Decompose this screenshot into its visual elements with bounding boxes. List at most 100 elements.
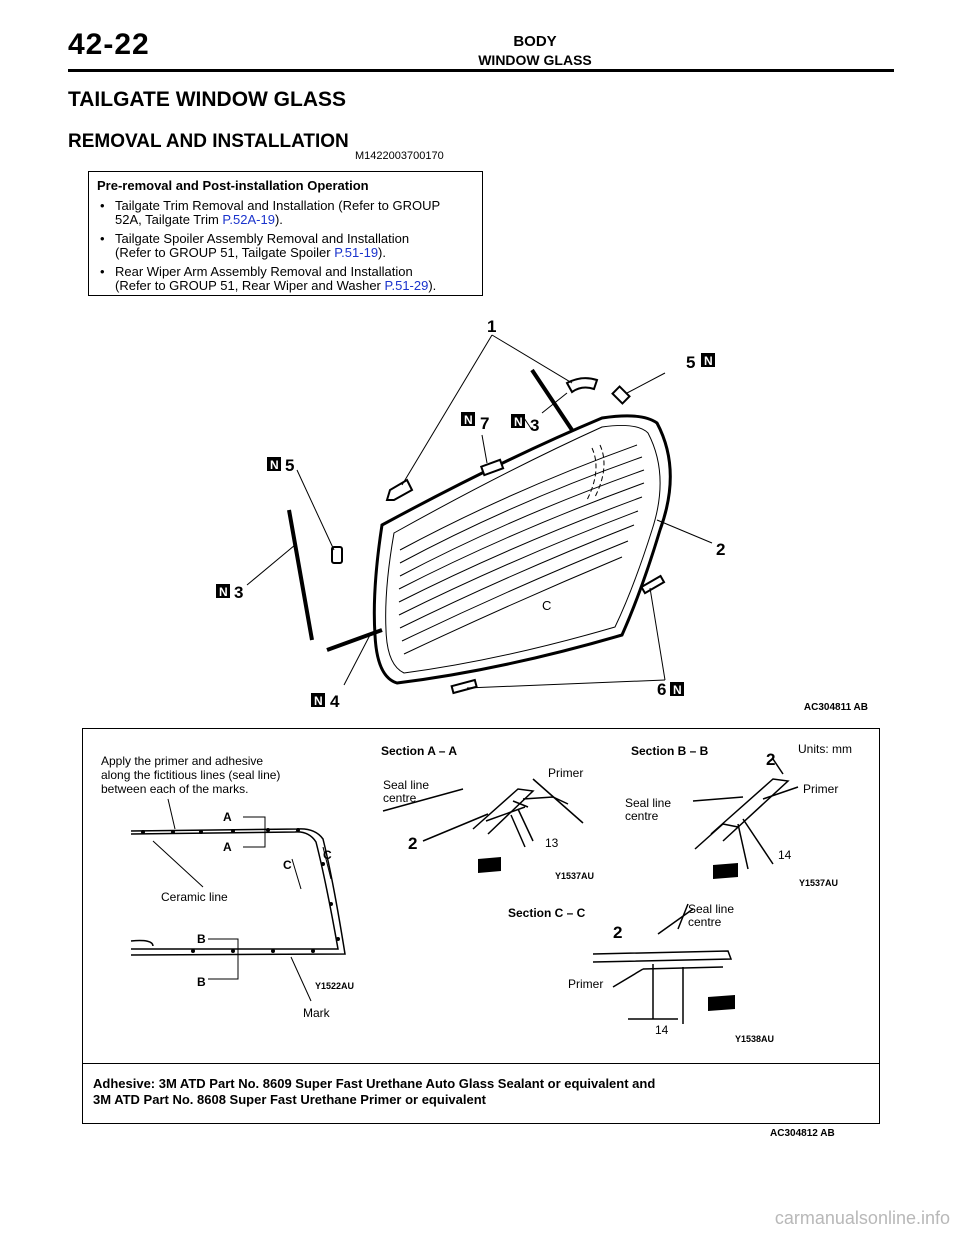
defogger-lines — [398, 444, 645, 655]
list-item: Rear Wiper Arm Assembly Removal and Inst… — [97, 265, 474, 293]
marker-c: C — [323, 848, 332, 862]
section-b-title: Section B – B — [631, 744, 709, 758]
section-a-title: Section A – A — [381, 744, 457, 758]
side-clip — [331, 546, 343, 564]
note-line: between each of the marks. — [101, 782, 248, 796]
item-text: 52A, Tailgate Trim — [115, 212, 223, 227]
callout-2: 2 — [408, 834, 417, 853]
header-rule — [68, 69, 894, 72]
primer-label: Primer — [568, 977, 603, 991]
note-line: along the fictitious lines (seal line) — [101, 768, 280, 782]
upper-right-clip — [565, 377, 599, 394]
new-part-badges: N N N N N N N — [216, 353, 715, 708]
marker-a: A — [223, 840, 232, 854]
adhesive-gun-b — [713, 863, 738, 879]
callout-2: 2 — [716, 540, 725, 559]
n-badge: N — [704, 354, 713, 368]
document-code: M1422003700170 — [355, 150, 444, 162]
page-reference-link[interactable]: P.52A-19 — [222, 212, 275, 227]
item-text: ). — [378, 245, 386, 260]
n-badge: N — [464, 413, 473, 427]
callout-numbers: 1 5 7 3 5 2 3 4 6 — [234, 317, 725, 711]
seal-label: Seal line — [383, 778, 429, 792]
list-item: Tailgate Trim Removal and Installation (… — [97, 199, 474, 227]
right-clip — [611, 385, 631, 405]
callout-2: 2 — [613, 923, 622, 942]
procedure-title: REMOVAL AND INSTALLATION — [68, 131, 349, 152]
glass-inner-edge — [385, 425, 661, 674]
item-text: Tailgate Spoiler Assembly Removal and In… — [115, 231, 410, 246]
adhesive-note: Adhesive: 3M ATD Part No. 8609 Super Fas… — [83, 1063, 879, 1123]
callout-6: 6 — [657, 680, 666, 699]
seal-marks — [141, 828, 340, 953]
item-text: Rear Wiper Arm Assembly Removal and Inst… — [115, 264, 413, 279]
page-reference-link[interactable]: P.51-19 — [334, 245, 379, 260]
dimension-label: 14 — [655, 1023, 669, 1037]
item-text: ). — [428, 278, 437, 293]
section-illustrations: Apply the primer and adhesive along the … — [101, 742, 852, 1044]
page-title: TAILGATE WINDOW GLASS — [68, 88, 347, 111]
page-reference-link[interactable]: P.51-29 — [384, 278, 429, 293]
pre-removal-list: Tailgate Trim Removal and Installation (… — [97, 199, 474, 293]
figure-code-y1537: Y1537AU — [555, 871, 594, 881]
figure-code: AC304812 AB — [770, 1128, 835, 1139]
seal-label: centre — [625, 809, 659, 823]
adhesive-line: Adhesive: 3M ATD Part No. 8609 Super Fas… — [93, 1076, 656, 1091]
n-badge: N — [219, 585, 228, 599]
mark-label: Mark — [303, 1006, 331, 1020]
seal-label: centre — [688, 915, 722, 929]
marker-b: B — [197, 975, 206, 989]
callout-2: 2 — [766, 750, 775, 769]
bottom-trim-strip — [326, 628, 383, 652]
exploded-view-illustration: C 1 5 7 3 5 2 3 4 6 — [216, 317, 725, 711]
adhesive-line: 3M ATD Part No. 8608 Super Fast Urethane… — [93, 1092, 487, 1107]
callout-1: 1 — [487, 317, 496, 336]
exploded-diagram: C 1 5 7 3 5 2 3 4 6 — [82, 305, 882, 715]
watermark: carmanualsonline.info — [774, 1208, 950, 1228]
pre-removal-heading: Pre-removal and Post-installation Operat… — [97, 178, 369, 193]
item-text: Tailgate Trim Removal and Installation (… — [115, 198, 441, 213]
dimension-label: 13 — [545, 836, 559, 850]
n-badge: N — [514, 415, 523, 429]
seal-label: centre — [383, 791, 417, 805]
section-c-title: Section C – C — [508, 906, 586, 920]
leader-lines — [246, 334, 713, 689]
dimension-label: 14 — [778, 848, 792, 862]
callout-5-left: 5 — [285, 456, 294, 475]
marker-c: C — [283, 858, 292, 872]
section-b-drawing — [692, 758, 799, 870]
primer-label: Primer — [548, 766, 583, 780]
section-heading: BODY — [513, 33, 557, 50]
figure-code-y1537: Y1537AU — [799, 878, 838, 888]
section-a-drawing — [382, 778, 584, 848]
ceramic-line-label: Ceramic line — [161, 890, 228, 904]
figure-code-y1538: Y1538AU — [735, 1034, 774, 1044]
callout-4: 4 — [330, 692, 340, 711]
subsection-heading: WINDOW GLASS — [478, 52, 592, 68]
callout-5-right: 5 — [686, 353, 695, 372]
seal-label: Seal line — [688, 902, 734, 916]
item-text: (Refer to GROUP 51, Rear Wiper and Washe… — [115, 278, 385, 293]
section-diagram-box: Apply the primer and adhesive along the … — [82, 728, 880, 1124]
lower-right-clip — [640, 574, 666, 595]
callout-7: 7 — [480, 414, 489, 433]
marker-b: B — [197, 932, 206, 946]
bottom-clip — [450, 678, 478, 695]
n-badge: N — [314, 694, 323, 708]
item-text: ). — [274, 212, 283, 227]
figure-code: AC304811 AB — [803, 702, 868, 713]
primer-label: Primer — [803, 782, 838, 796]
tailgate-glass — [372, 414, 672, 685]
left-clip — [385, 478, 414, 501]
n-badge: N — [270, 458, 279, 472]
top-trim-strip — [530, 368, 574, 432]
callout-3-left: 3 — [234, 583, 243, 602]
center-clip — [479, 458, 505, 477]
left-trim-strip — [287, 509, 314, 641]
glass-corner-outline — [130, 828, 346, 956]
marker-a: A — [223, 810, 232, 824]
item-text: (Refer to GROUP 51, Tailgate Spoiler — [115, 245, 335, 260]
section-c-drawing — [592, 903, 733, 1024]
section-c-marker: C — [542, 598, 551, 613]
units-label: Units: mm — [798, 742, 852, 756]
